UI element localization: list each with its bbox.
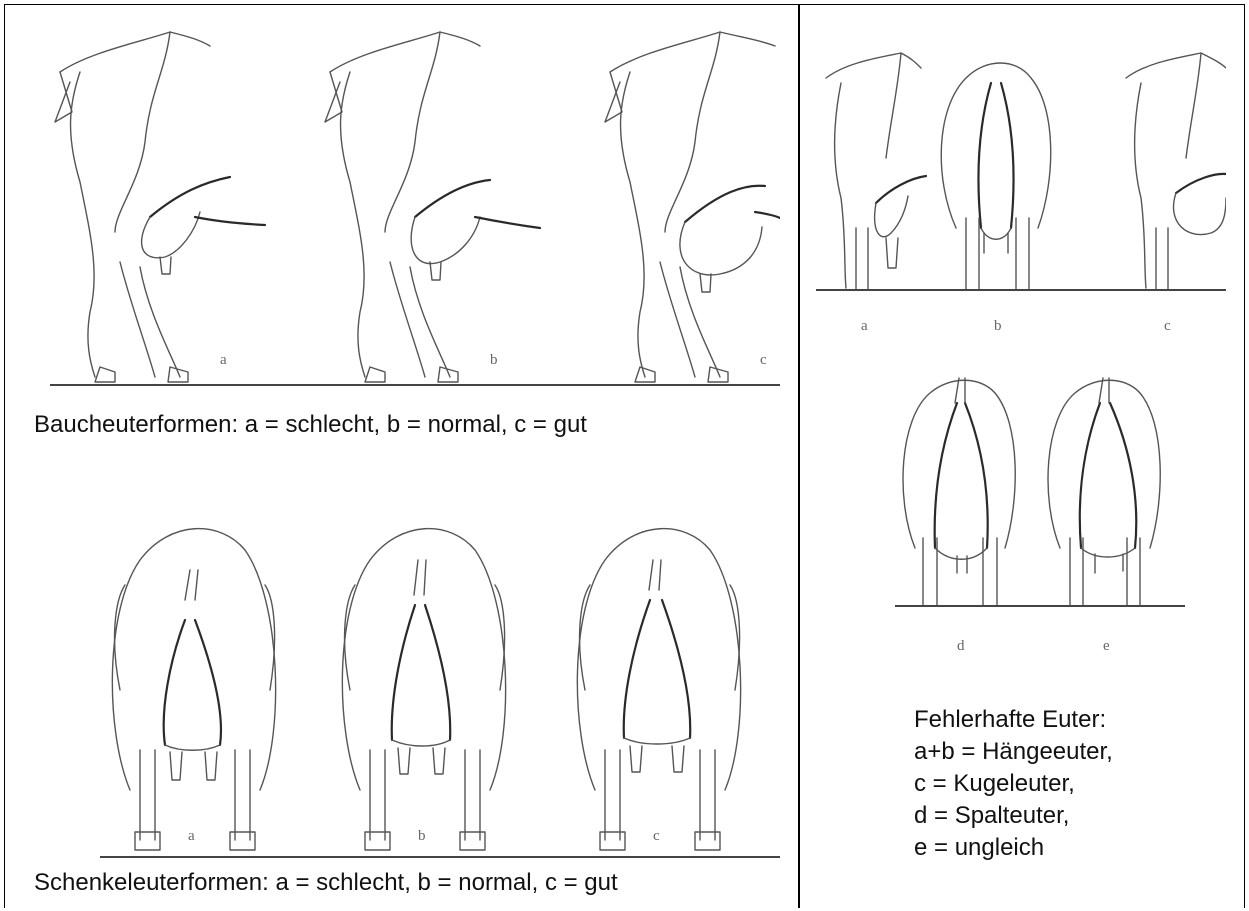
rear-label-b: b	[418, 828, 426, 844]
side-label-a: a	[220, 352, 227, 368]
faulty-label-c: c	[1164, 318, 1171, 334]
right-border	[1244, 4, 1245, 908]
faulty-label-e: e	[1103, 638, 1110, 654]
desc-line-title: Fehlerhafte Euter:	[914, 704, 1113, 736]
cow-side-c: c	[605, 32, 780, 382]
desc-line-ungleich: e = ungleich	[914, 832, 1113, 864]
desc-line-haengeeuter: a+b = Hängeeuter,	[914, 736, 1113, 768]
cow-rear-c: c	[577, 529, 740, 850]
faulty-rear-d: d	[903, 378, 1015, 654]
faulty-rear-e: e	[1048, 378, 1160, 654]
faulty-label-d: d	[957, 638, 965, 654]
cow-rear-a: a	[112, 529, 275, 850]
faulty-label-a: a	[861, 318, 868, 334]
faulty-rear-b: b	[941, 63, 1050, 334]
rear-label-c: c	[653, 828, 660, 844]
column-divider	[798, 4, 800, 908]
side-label-b: b	[490, 352, 498, 368]
caption-baucheuter: Baucheuterformen: a = schlecht, b = norm…	[34, 410, 587, 440]
side-label-c: c	[760, 352, 767, 368]
faulty-side-c: c	[1126, 53, 1226, 334]
faulty-udder-bottom-illustration: d e	[895, 368, 1185, 673]
left-border	[4, 4, 5, 908]
faulty-side-a: a	[826, 53, 926, 334]
caption-schenkeleuter: Schenkeleuterformen: a = schlecht, b = n…	[34, 868, 618, 898]
cow-side-b: b	[325, 32, 540, 382]
cow-rear-b: b	[342, 529, 505, 850]
side-view-illustration: a b	[20, 12, 780, 392]
rear-label-a: a	[188, 828, 195, 844]
desc-line-spalteuter: d = Spalteuter,	[914, 800, 1113, 832]
rear-view-illustration: a b	[20, 490, 780, 865]
top-border	[4, 4, 1245, 5]
faulty-label-b: b	[994, 318, 1002, 334]
faulty-udder-top-illustration: a b c	[816, 28, 1226, 353]
desc-line-kugeleuter: c = Kugeleuter,	[914, 768, 1113, 800]
faulty-udder-description: Fehlerhafte Euter: a+b = Hängeeuter, c =…	[914, 704, 1113, 864]
cow-side-a: a	[55, 32, 265, 382]
